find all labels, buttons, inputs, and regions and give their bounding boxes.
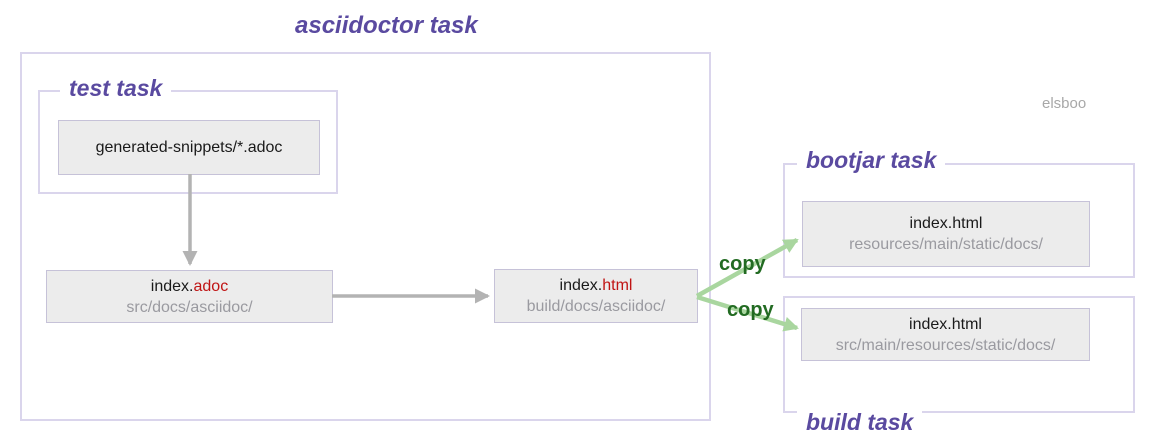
node-bootjar-index-html-path: resources/main/static/docs/	[849, 236, 1043, 253]
node-index-adoc-base: index.	[150, 277, 194, 295]
node-index-html: index.html build/docs/asciidoc/	[494, 269, 698, 323]
node-index-html-title: index.html	[560, 275, 633, 296]
node-build-index-html: index.html src/main/resources/static/doc…	[801, 308, 1090, 361]
node-index-html-path: build/docs/asciidoc/	[526, 298, 666, 315]
build-task-label: build task	[797, 408, 923, 436]
node-build-index-html-path: src/main/resources/static/docs/	[835, 336, 1056, 354]
bootjar-task-label: bootjar task	[797, 146, 946, 174]
node-bootjar-index-html: index.html resources/main/static/docs/	[802, 201, 1090, 267]
node-bootjar-index-html-title: index.html	[909, 215, 983, 232]
node-index-adoc-path: src/docs/asciidoc/	[126, 298, 253, 316]
node-index-adoc-title: index.adoc	[151, 276, 228, 297]
node-index-adoc: index.adoc src/docs/asciidoc/	[46, 270, 333, 323]
node-index-adoc-ext: adoc	[193, 277, 229, 295]
node-generated-snippets: generated-snippets/*.adoc	[58, 120, 320, 175]
copy-label-bottom: copy	[727, 299, 774, 321]
asciidoctor-task-title: asciidoctor task	[295, 12, 478, 39]
watermark-text: elsboo	[1042, 95, 1087, 112]
node-generated-snippets-label: generated-snippets/*.adoc	[95, 139, 283, 156]
node-build-index-html-title: index.html	[909, 315, 982, 333]
build-task-box	[783, 296, 1135, 413]
copy-label-top: copy	[719, 253, 766, 275]
asciidoctor-task-box	[20, 52, 711, 421]
bootjar-task-box	[783, 163, 1135, 278]
node-index-html-ext: html	[602, 277, 633, 294]
test-task-box	[38, 90, 338, 194]
test-task-label: test task	[60, 74, 172, 102]
node-index-html-base: index.	[559, 277, 603, 294]
